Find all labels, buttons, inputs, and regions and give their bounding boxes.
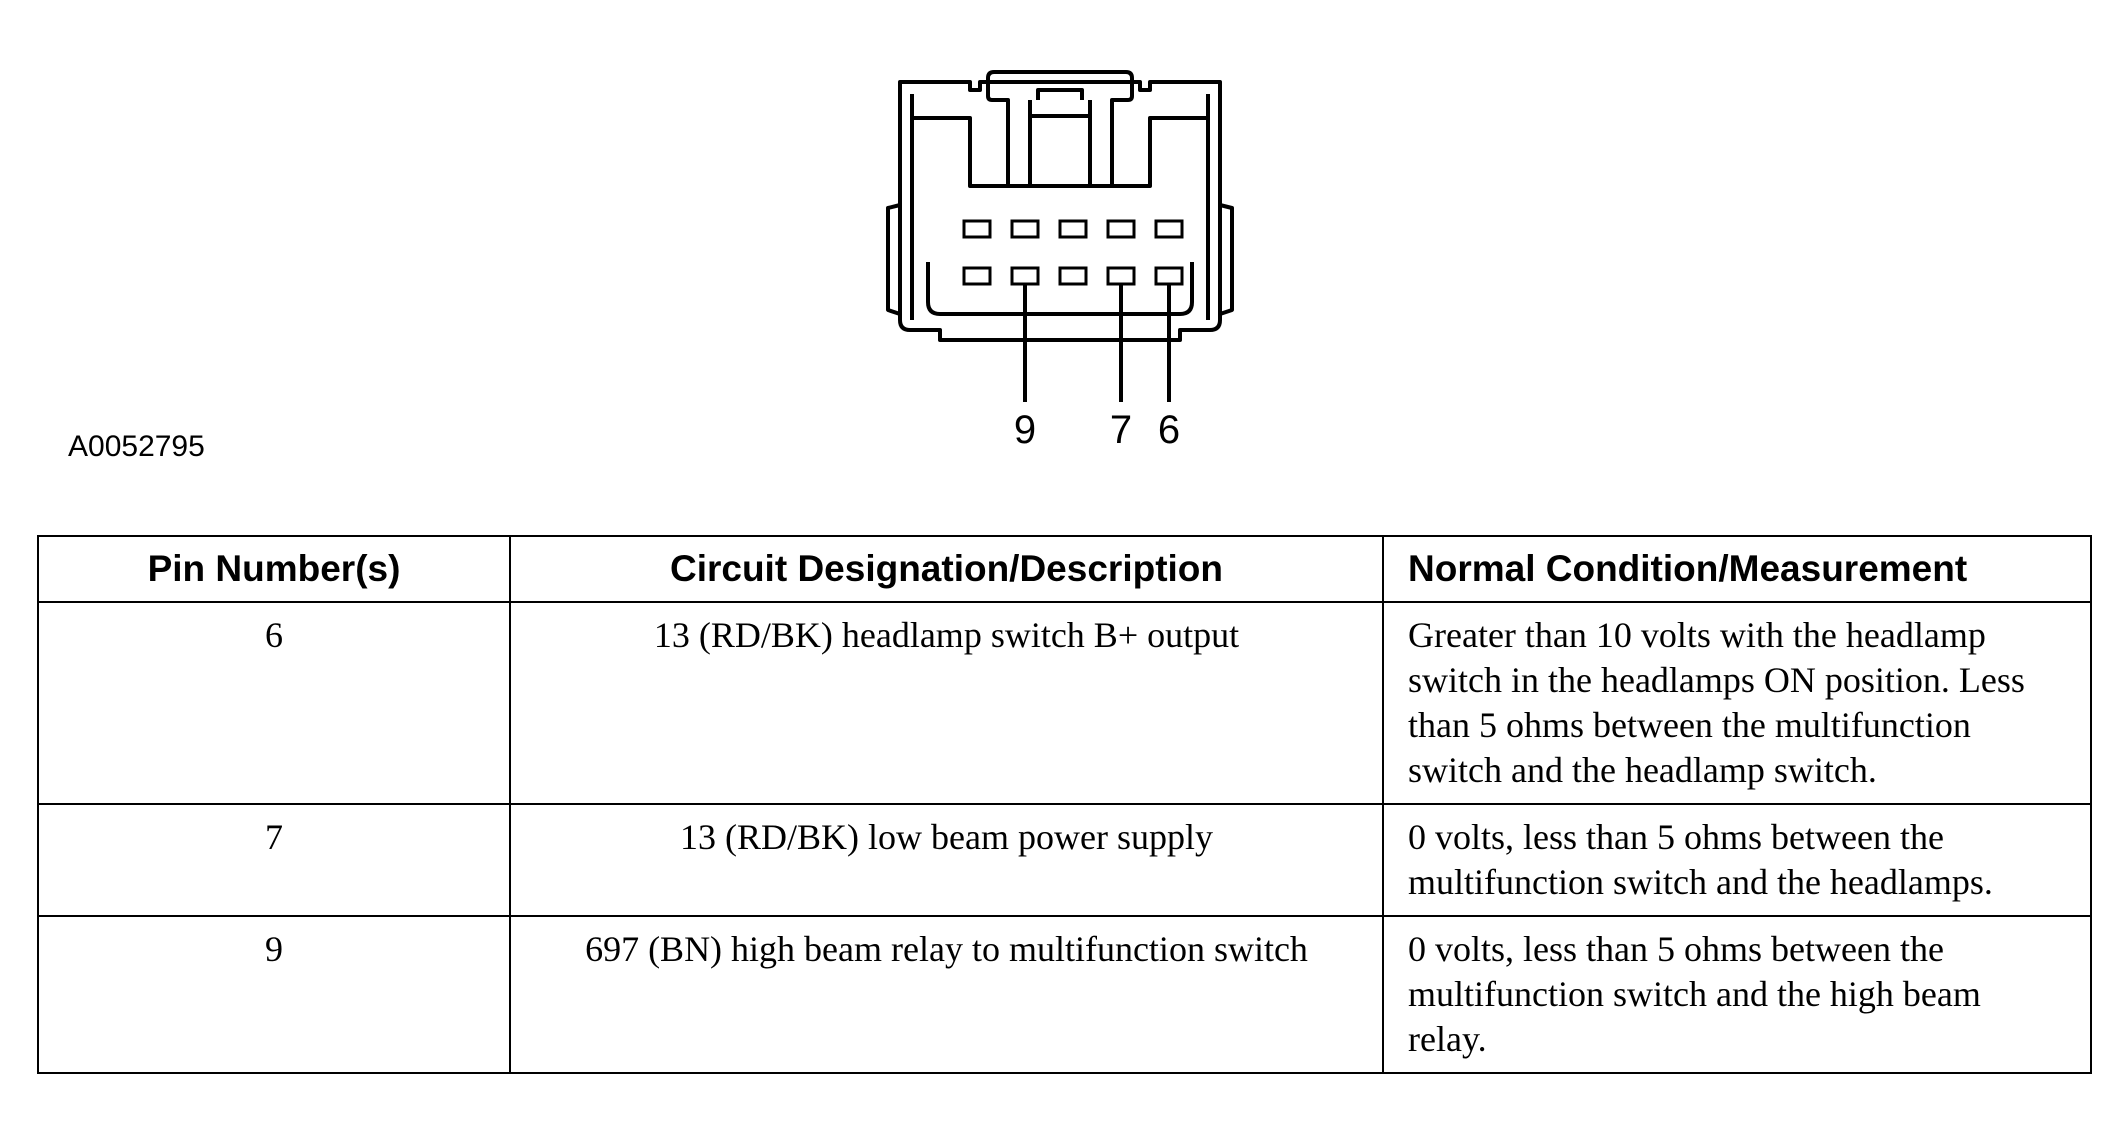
connector-inner-outline [910, 94, 1210, 320]
cell-measurement: Greater than 10 volts with the headlamp … [1382, 601, 2092, 805]
terminal-4 [1106, 219, 1136, 239]
terminal-2 [1010, 219, 1040, 239]
cell-measurement: 0 volts, less than 5 ohms between the mu… [1382, 915, 2092, 1074]
connector-body-outline [898, 80, 1222, 342]
latch-tab [1036, 88, 1084, 100]
cell-circuit: 697 (BN) high beam relay to multifunctio… [509, 915, 1384, 1074]
cell-circuit: 13 (RD/BK) headlamp switch B+ output [509, 601, 1384, 805]
connector-diagram [886, 70, 1234, 402]
header-measurement: Normal Condition/Measurement [1382, 535, 2092, 603]
cell-pin: 6 [37, 601, 511, 805]
cavity-region [926, 262, 1194, 316]
terminal-8 [1058, 266, 1088, 286]
header-circuit: Circuit Designation/Description [509, 535, 1384, 603]
terminal-10 [1154, 266, 1184, 286]
cell-pin: 7 [37, 803, 511, 917]
terminal-9 [1106, 266, 1136, 286]
terminal-5 [1154, 219, 1184, 239]
left-wing [886, 203, 901, 316]
table-row: 9 697 (BN) high beam relay to multifunct… [37, 915, 2092, 1074]
latch-inner [1028, 100, 1092, 186]
table-header-row: Pin Number(s) Circuit Designation/Descri… [37, 535, 2092, 603]
cell-circuit: 13 (RD/BK) low beam power supply [509, 803, 1384, 917]
table-row: 6 13 (RD/BK) headlamp switch B+ output G… [37, 601, 2092, 805]
terminal-7 [1010, 266, 1040, 286]
terminal-6 [962, 266, 992, 286]
shoulder-right [1112, 116, 1208, 188]
table-row: 7 13 (RD/BK) low beam power supply 0 vol… [37, 803, 2092, 917]
right-wing [1219, 203, 1234, 316]
pin-label-6: 6 [1157, 408, 1181, 452]
terminal-3 [1058, 219, 1088, 239]
pin-label-7: 7 [1109, 408, 1133, 452]
terminal-1 [962, 219, 992, 239]
cell-pin: 9 [37, 915, 511, 1074]
pinout-table: Pin Number(s) Circuit Designation/Descri… [37, 535, 2092, 1074]
header-pin-number: Pin Number(s) [37, 535, 511, 603]
shoulder-left [912, 116, 1008, 188]
latch-outline [986, 70, 1134, 188]
figure-id: A0052795 [68, 430, 205, 463]
pin-label-9: 9 [1013, 408, 1037, 452]
cell-measurement: 0 volts, less than 5 ohms between the mu… [1382, 803, 2092, 917]
